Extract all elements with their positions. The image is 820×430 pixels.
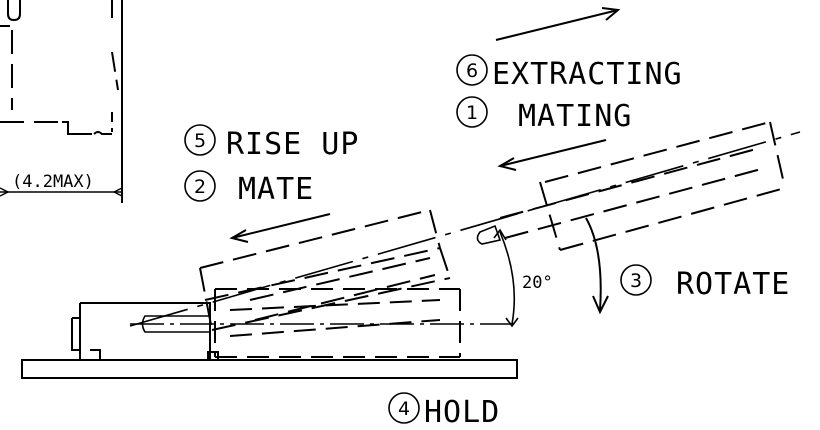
mate-arrow bbox=[231, 213, 331, 239]
step-number-3: 3 bbox=[630, 270, 642, 292]
extracting-text: EXTRACTING bbox=[492, 57, 683, 92]
rise-up-text: RISE UP bbox=[226, 127, 359, 162]
label-mating: 1 MATING bbox=[456, 96, 632, 134]
step-number-2: 2 bbox=[194, 176, 206, 198]
dimension-label: (4.2MAX) bbox=[12, 172, 94, 192]
rotate-text: ROTATE bbox=[676, 267, 790, 302]
extracting-arrow bbox=[495, 9, 619, 41]
step-circle-6 bbox=[456, 54, 488, 86]
step-circle-2 bbox=[184, 170, 216, 202]
arrows bbox=[229, 7, 621, 315]
angle-indicator bbox=[493, 228, 519, 328]
mate-text: MATE bbox=[238, 172, 314, 207]
step-number-5: 5 bbox=[194, 130, 206, 152]
step-number-4: 4 bbox=[398, 398, 410, 420]
hold-text: HOLD bbox=[424, 395, 500, 430]
step-number-6: 6 bbox=[466, 60, 478, 82]
side-view-partial bbox=[0, 0, 123, 203]
rotate-arrow bbox=[585, 217, 602, 311]
step-circle-3 bbox=[620, 264, 652, 296]
label-rotate: 3 ROTATE bbox=[620, 264, 790, 302]
circuit-board bbox=[21, 359, 518, 379]
mating-text: MATING bbox=[518, 99, 632, 134]
angle-label: 20° bbox=[522, 273, 553, 293]
step-circle-1 bbox=[456, 96, 488, 128]
step-number-1: 1 bbox=[466, 102, 478, 124]
center-line-horizontal bbox=[130, 315, 518, 333]
label-mate: 2 MATE bbox=[184, 170, 314, 207]
label-extracting: 6 EXTRACTING bbox=[456, 54, 683, 92]
mating-arrow bbox=[499, 139, 607, 167]
step-circle-4 bbox=[388, 392, 420, 424]
mated-cable-outline bbox=[214, 288, 461, 358]
label-rise-up: 5 RISE UP bbox=[184, 124, 359, 162]
label-hold: 4 HOLD bbox=[388, 392, 500, 430]
tilted-cable bbox=[129, 121, 801, 331]
step-circle-5 bbox=[184, 124, 216, 156]
receptacle-connector bbox=[71, 302, 219, 361]
